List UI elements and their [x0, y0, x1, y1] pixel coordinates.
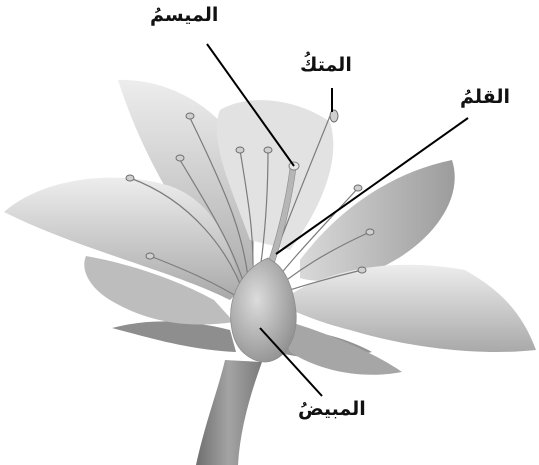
label-anther: المتكُ	[300, 56, 352, 75]
stem	[196, 360, 262, 465]
sepal-left	[112, 321, 236, 352]
label-style: القلمُ	[460, 88, 510, 107]
label-ovary: المبيضُ	[298, 400, 366, 419]
label-stigma: الميسمُ	[150, 6, 218, 25]
